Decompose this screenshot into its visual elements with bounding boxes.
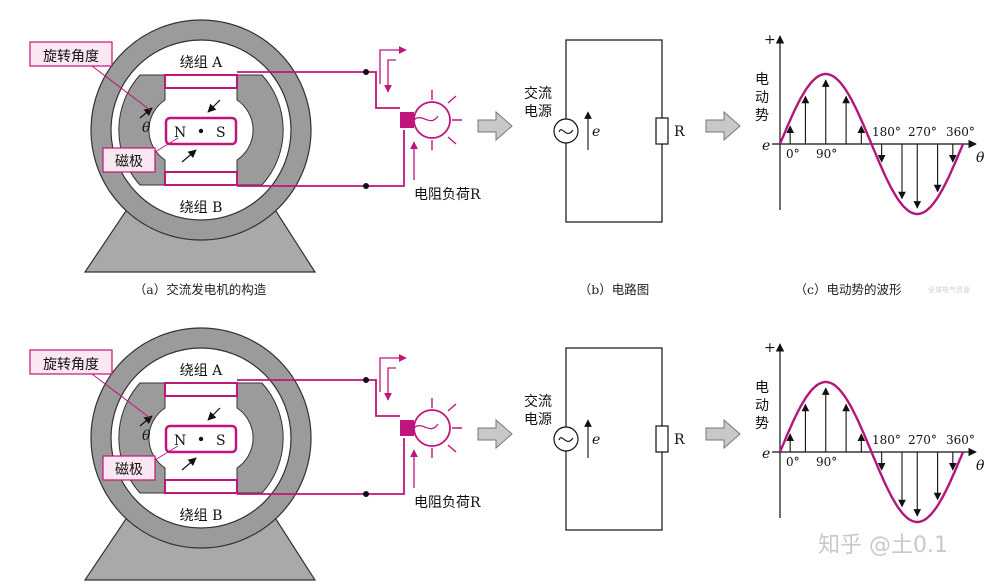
emf-axis-label-2: 动	[755, 398, 769, 414]
north-pole-label: N	[174, 433, 186, 449]
winding-a-coil	[164, 74, 238, 89]
winding-a-label: 绕组 A	[180, 55, 223, 71]
wire-top	[237, 379, 400, 417]
winding-a-label: 绕组 A	[180, 363, 223, 379]
emf-axis-label-3: 势	[755, 108, 769, 124]
x-tick-270: 270°	[908, 433, 937, 447]
resistor-label: R	[674, 432, 685, 448]
ac-source-icon	[553, 118, 579, 144]
rotation-angle-label: 旋转角度	[43, 49, 99, 65]
magnetic-pole-label: 磁极	[115, 154, 143, 170]
winding-b-label: 绕组 B	[180, 508, 223, 524]
ac-source-line2: 电源	[524, 412, 552, 428]
caption-c: （c）电动势的波形	[794, 282, 902, 297]
south-pole-label: S	[216, 433, 226, 449]
north-pole-label: N	[174, 125, 186, 141]
emf-axis-label-2: 动	[755, 90, 769, 106]
circuit-diagram	[553, 39, 669, 223]
x-tick-180: 180°	[872, 125, 901, 139]
flow-arrow-1	[477, 110, 513, 142]
emf-axis-label-3: 势	[755, 416, 769, 432]
south-pole-label: S	[216, 125, 226, 141]
generator	[83, 327, 317, 581]
flow-arrow-2	[705, 418, 741, 450]
origin-e-label: e	[762, 138, 770, 154]
emf-sine-curve	[778, 380, 965, 524]
origin-e-label: e	[762, 446, 770, 462]
theta-label: θ	[142, 120, 151, 136]
caption-b: （b）电路图	[579, 282, 650, 297]
rotation-angle-label: 旋转角度	[43, 357, 99, 373]
winding-a-coil	[164, 382, 238, 397]
ac-source-icon	[553, 426, 579, 452]
wire-top	[237, 71, 400, 109]
rotation-angle-callout	[29, 349, 113, 375]
watermark-main: 知乎 @土0.1	[818, 533, 948, 558]
ac-source-line2: 电源	[524, 104, 552, 120]
emf-symbol: e	[592, 432, 600, 448]
magnetic-pole-label: 磁极	[115, 462, 143, 478]
x-tick-90: 90°	[816, 455, 837, 469]
x-tick-270: 270°	[908, 125, 937, 139]
caption-a: （a）交流发电机的构造	[134, 282, 267, 297]
emf-arrows	[786, 387, 957, 517]
panel-top: 旋转角度 绕组 A 绕组 B θ N S 磁极 电阻负荷R 交流 电源 e R …	[29, 19, 985, 297]
flow-arrow-2	[705, 110, 741, 142]
resistive-load-label: 电阻负荷R	[414, 495, 481, 511]
emf-axis-label-1: 电	[755, 380, 769, 396]
emf-chart	[772, 343, 977, 524]
x-tick-360: 360°	[946, 125, 975, 139]
emf-chart	[772, 35, 977, 216]
resistor-icon	[655, 425, 669, 453]
x-tick-0: 0°	[786, 147, 800, 161]
emf-arrows	[786, 79, 957, 209]
ac-source-line1: 交流	[524, 393, 552, 410]
ac-source-line1: 交流	[524, 85, 552, 102]
flow-arrow-1	[477, 418, 513, 450]
winding-b-coil	[164, 171, 238, 186]
theta-label: θ	[142, 428, 151, 444]
winding-b-coil	[164, 479, 238, 494]
magnetic-pole-callout	[102, 147, 156, 173]
watermark-small: 全球电气资源	[928, 285, 970, 294]
magnetic-pole-callout	[102, 455, 156, 481]
wire-bottom	[237, 438, 405, 495]
x-axis-theta-label: θ	[976, 150, 985, 166]
emf-symbol: e	[592, 124, 600, 140]
emf-axis-label-1: 电	[755, 72, 769, 88]
plus-label: +	[764, 32, 776, 48]
circuit-diagram	[553, 347, 669, 531]
panel-bottom: 旋转角度 绕组 A 绕组 B θ N S 磁极 电阻负荷R 交流 电源 e R …	[29, 327, 985, 581]
plus-label: +	[764, 340, 776, 356]
x-tick-180: 180°	[872, 433, 901, 447]
x-tick-0: 0°	[786, 455, 800, 469]
resistor-icon	[655, 117, 669, 145]
emf-sine-curve	[778, 72, 965, 216]
x-axis-theta-label: θ	[976, 458, 985, 474]
lamp-icon	[400, 90, 462, 150]
resistor-label: R	[674, 124, 685, 140]
lamp-icon	[400, 398, 462, 458]
x-tick-90: 90°	[816, 147, 837, 161]
wire-bottom	[237, 130, 405, 187]
resistive-load-label: 电阻负荷R	[414, 187, 481, 203]
winding-b-label: 绕组 B	[180, 200, 223, 216]
rotation-angle-callout	[29, 41, 113, 67]
x-tick-360: 360°	[946, 433, 975, 447]
